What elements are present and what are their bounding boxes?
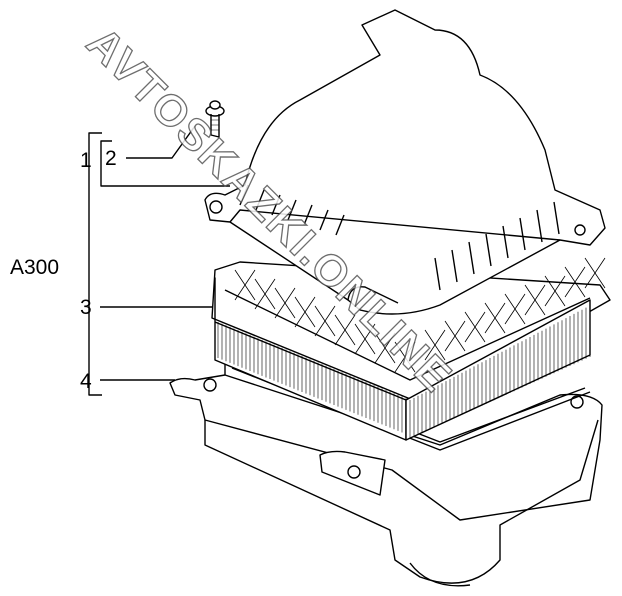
drawing-line <box>335 214 345 236</box>
assembly-label: A300 <box>10 256 60 279</box>
filter-element <box>211 257 611 441</box>
drawing-line <box>464 311 486 343</box>
drawing-line <box>319 209 329 231</box>
drawing-line <box>274 287 296 319</box>
drawing-line <box>584 257 606 289</box>
drawing-line <box>434 257 441 291</box>
drawing-line <box>314 305 336 337</box>
callout-label-4: 4 <box>80 370 92 393</box>
drawing-line <box>271 194 281 216</box>
air-filter-cover <box>204 9 606 315</box>
drawing-line <box>553 201 560 235</box>
screw <box>205 100 225 138</box>
callout-leaders <box>88 125 230 396</box>
drawing-line <box>485 233 492 267</box>
drawing-line <box>524 284 546 316</box>
drawing-line <box>451 249 458 283</box>
drawing-line <box>544 275 566 307</box>
drawing-line <box>504 293 526 325</box>
drawing-line <box>294 296 316 328</box>
drawing-line <box>374 332 396 364</box>
drawing-line <box>239 184 249 206</box>
callout-label-3: 3 <box>80 296 92 319</box>
drawing-line <box>424 329 446 361</box>
drawing-line <box>303 204 313 226</box>
drawing-line <box>287 199 297 221</box>
drawing-line <box>564 266 586 298</box>
drawing-line <box>394 341 416 373</box>
drawing-line <box>444 320 466 352</box>
drawing-line <box>502 225 509 259</box>
drawing-line <box>468 241 475 275</box>
drawing-line <box>354 323 376 355</box>
drawing-line <box>536 209 543 243</box>
drawing-line <box>484 302 506 334</box>
drawing-line <box>519 217 526 251</box>
callout-label-2: 2 <box>105 147 117 170</box>
drawing-line <box>254 278 276 310</box>
drawing-line <box>334 314 356 346</box>
callout-label-1: 1 <box>80 149 92 172</box>
drawing-line <box>255 189 265 211</box>
drawing-line <box>234 269 256 301</box>
